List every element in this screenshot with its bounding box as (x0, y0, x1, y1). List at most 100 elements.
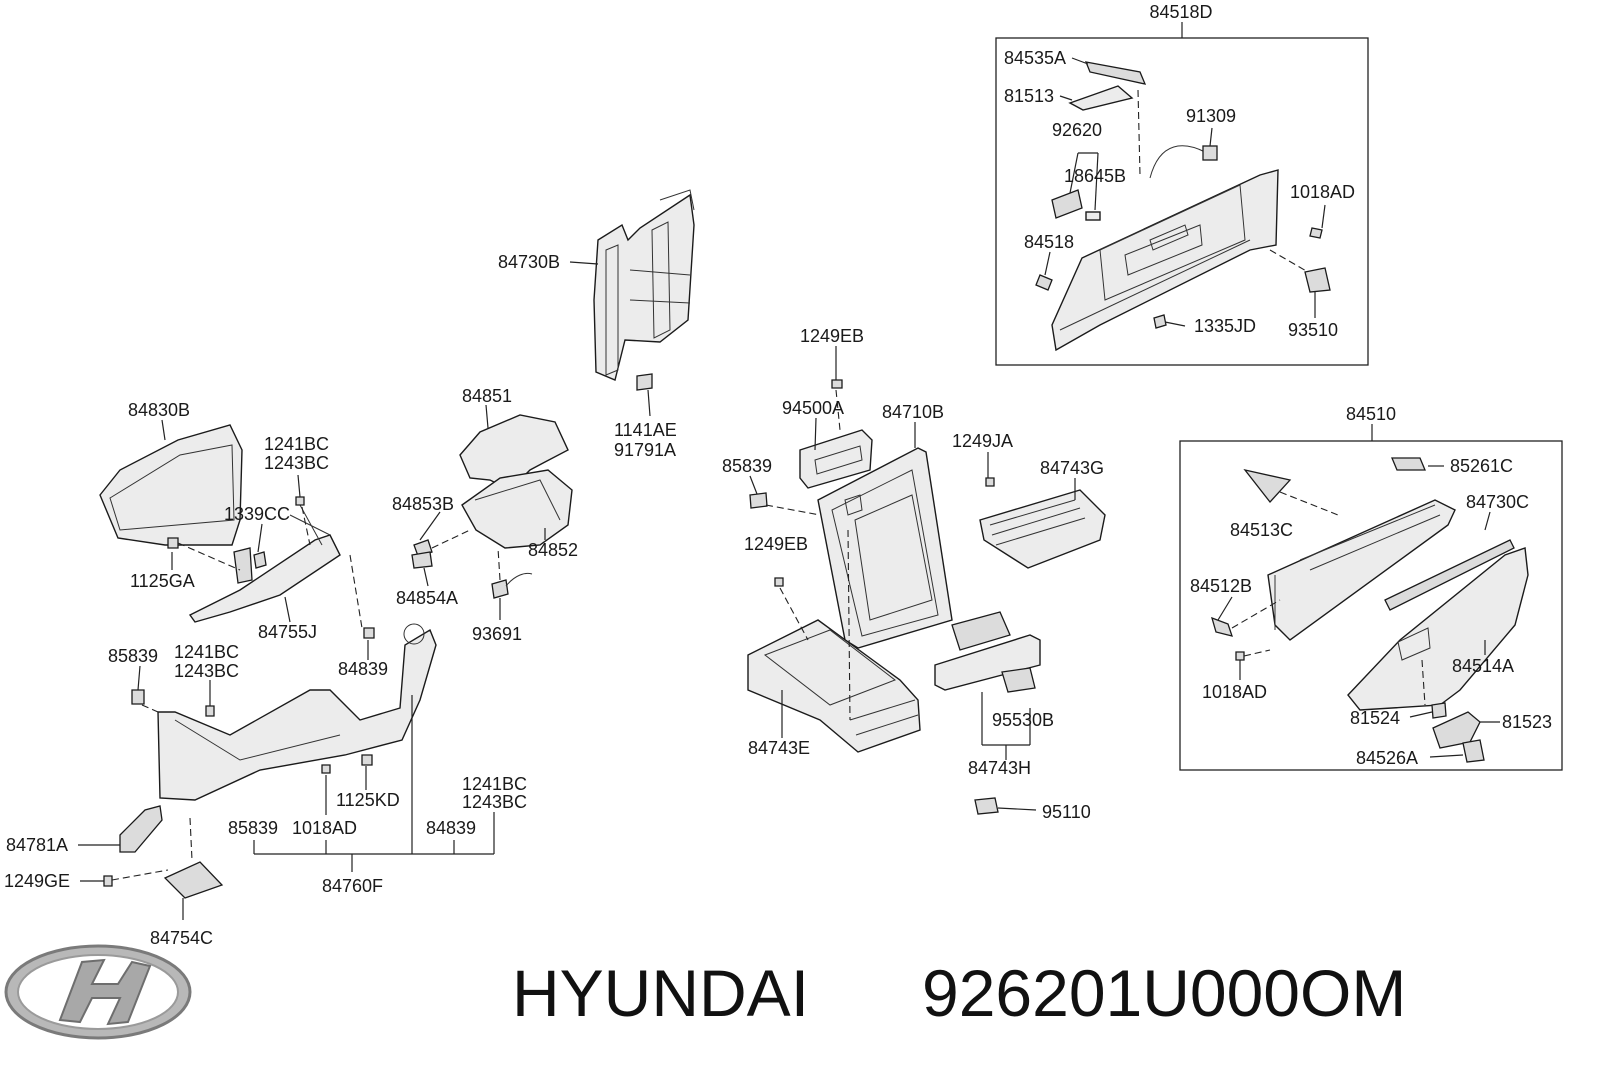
lamp-92620 (1051, 189, 1083, 219)
bolt-1125GA (167, 537, 179, 549)
assembly-84510 (1179, 424, 1563, 771)
clip-1335JD (1153, 314, 1167, 329)
socket-95110 (974, 797, 999, 815)
label-84755J: 84755J (258, 622, 317, 642)
label-93691: 93691 (472, 624, 522, 644)
clip-85839-center (749, 492, 768, 509)
part-labels: 84518D 84535A 81513 92620 91309 18645B 1… (4, 2, 1552, 948)
label-1249GE: 1249GE (4, 871, 70, 891)
label-18645B: 18645B (1064, 166, 1126, 186)
striker-84512B (1211, 616, 1233, 637)
label-1249EB-top: 1249EB (800, 326, 864, 346)
assembly-84518D (995, 22, 1369, 366)
label-1249EB-mid: 1249EB (744, 534, 808, 554)
screw-1249EB-mid (774, 577, 784, 587)
label-84743E: 84743E (748, 738, 810, 758)
cap-84526A (1462, 739, 1485, 763)
callout-box-84510 (1179, 440, 1563, 771)
label-92620: 92620 (1052, 120, 1102, 140)
label-1335JD: 1335JD (1194, 316, 1256, 336)
column-shroud-group (411, 404, 573, 620)
label-81513: 81513 (1004, 86, 1054, 106)
screw-1249GE (103, 875, 113, 887)
label-1249JA: 1249JA (952, 431, 1013, 451)
label-84710B: 84710B (882, 402, 944, 422)
title-part-number: 926201U000OM (922, 956, 1406, 1030)
label-84839-upper: 84839 (338, 659, 388, 679)
label-84512B: 84512B (1190, 576, 1252, 596)
label-84852: 84852 (528, 540, 578, 560)
label-1243BC-right: 1243BC (462, 792, 527, 812)
glove-box-door-84514A (1347, 547, 1529, 711)
label-84518D: 84518D (1149, 2, 1212, 22)
ash-tray-84743G (979, 489, 1106, 569)
screw-1241BC-left (205, 705, 215, 717)
screw-1018AD (1309, 227, 1323, 239)
label-84851: 84851 (462, 386, 512, 406)
bolt-1141AE (636, 373, 653, 391)
label-84514A: 84514A (1452, 656, 1514, 676)
label-1241BC-right: 1241BC (462, 774, 527, 794)
label-84513C (1243, 468, 1292, 504)
label-1243BC-left: 1243BC (174, 661, 239, 681)
bracket-84781A (119, 805, 163, 853)
upper-shroud-84851 (459, 414, 569, 491)
center-fascia-group (747, 346, 1106, 815)
label-84754C: 84754C (150, 928, 213, 948)
label-84730B: 84730B (498, 252, 560, 272)
label-84781A: 84781A (6, 835, 68, 855)
bracket-84754C (163, 861, 224, 899)
label-84743G: 84743G (1040, 458, 1104, 478)
switch-panel-84743H (934, 634, 1041, 691)
label-84853B: 84853B (392, 494, 454, 514)
label-85839-center: 85839 (722, 456, 772, 476)
label-1018AD-bottom: 1018AD (292, 818, 357, 838)
screw-1018AD-left (321, 764, 331, 774)
wire-connector-91309 (1202, 145, 1218, 161)
clip-85839-left (131, 689, 145, 705)
label-84518: 84518 (1024, 232, 1074, 252)
label-84743H: 84743H (968, 758, 1031, 778)
label-91309: 91309 (1186, 106, 1236, 126)
label-1243BC-upper: 1243BC (264, 453, 329, 473)
bracket-81513 (1068, 85, 1134, 111)
label-84535A: 84535A (1004, 48, 1066, 68)
bracket-84730B (569, 189, 695, 417)
label-1018AD-box: 1018AD (1202, 682, 1267, 702)
label-85839-left: 85839 (108, 646, 158, 666)
bolt-1125KD (361, 754, 373, 766)
nut-1339CC (253, 551, 267, 569)
clip-84839-upper (363, 627, 375, 639)
label-95530B: 95530B (992, 710, 1054, 730)
lower-panel-84760F (157, 628, 437, 801)
label-85839-bottom: 85839 (228, 818, 278, 838)
label-1339CC: 1339CC (224, 504, 290, 524)
label-95110: 95110 (1042, 802, 1091, 822)
label-81523: 81523 (1502, 712, 1552, 732)
label-81524: 81524 (1350, 708, 1400, 728)
label-84730C: 84730C (1466, 492, 1529, 512)
label-85261C: 85261C (1450, 456, 1513, 476)
bolt-84518 (1035, 274, 1053, 291)
switch-93510 (1304, 267, 1331, 293)
bulb-18645B (1085, 211, 1101, 221)
label-84526A: 84526A (1356, 748, 1418, 768)
label-1241BC-left: 1241BC (174, 642, 239, 662)
label-1241BC-upper: 1241BC (264, 434, 329, 454)
label-1018AD-upper: 1018AD (1290, 182, 1355, 202)
latch-81524 (1431, 702, 1447, 719)
label-1141AE: 1141AE (614, 420, 677, 440)
left-lower-group (78, 419, 495, 920)
hyundai-logo-icon (4, 944, 192, 1040)
handle-81523 (1432, 711, 1481, 749)
title-brand: HYUNDAI (512, 956, 809, 1030)
bracket-84755J (188, 534, 341, 623)
screw-1241BC-top (295, 496, 305, 506)
label-84854A: 84854A (396, 588, 458, 608)
cover-84743H (951, 611, 1011, 651)
label-1125GA: 1125GA (130, 571, 195, 591)
switch-95530B (1001, 667, 1036, 693)
label-91791A: 91791A (614, 440, 676, 460)
damper-84730C (1384, 539, 1515, 611)
screw-1249EB-top (831, 379, 843, 389)
